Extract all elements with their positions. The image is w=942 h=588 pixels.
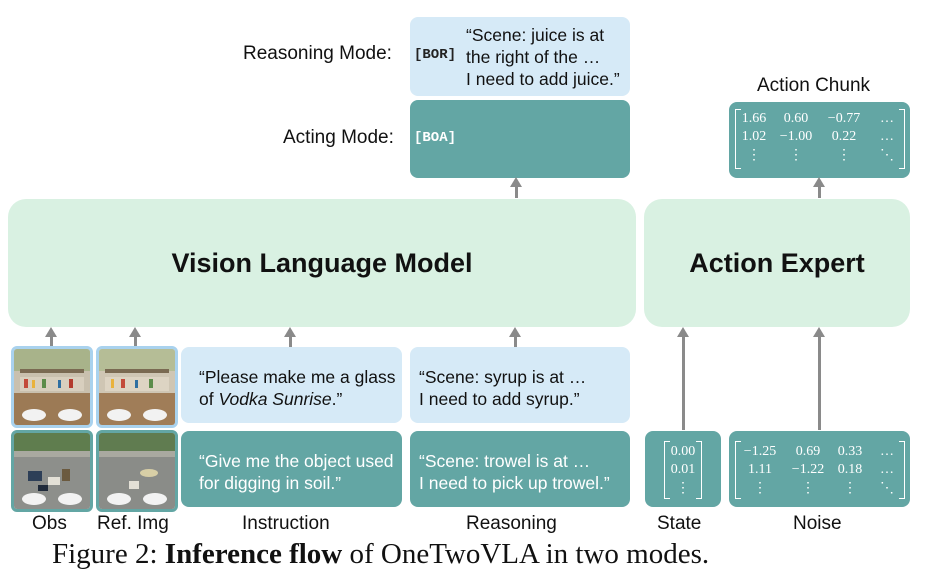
matrix-cell: ⋮ bbox=[789, 148, 803, 163]
instruction-box-acting: “Give me the object used for digging in … bbox=[181, 431, 402, 507]
matrix-bracket-right bbox=[899, 441, 905, 499]
action-chunk-matrix: 1.66 0.60 −0.77 … 1.02 −1.00 0.22 … ⋮ ⋮ … bbox=[729, 102, 910, 178]
arrow-obs-to-vlm bbox=[45, 327, 57, 348]
matrix-cell: … bbox=[880, 129, 894, 144]
matrix-cell: ⋮ bbox=[843, 481, 857, 496]
matrix-cell: 1.11 bbox=[748, 462, 772, 477]
reasoning-output-text: “Scene: juice is at the right of the … I… bbox=[466, 24, 631, 90]
matrix-cell: 0.01 bbox=[670, 462, 696, 477]
instruction-label: Instruction bbox=[242, 513, 330, 534]
obs-image-garden bbox=[11, 430, 93, 512]
matrix-cell: 0.00 bbox=[670, 444, 696, 459]
matrix-cell: 0.22 bbox=[831, 129, 857, 144]
reasoning-output-line: “Scene: juice is at bbox=[466, 25, 605, 45]
action-expert-box: Action Expert bbox=[644, 199, 910, 327]
reasoning-input-box-bottom: “Scene: trowel is at … I need to pick up… bbox=[410, 431, 630, 507]
reasoning-label: Reasoning bbox=[466, 513, 557, 534]
matrix-cell: … bbox=[880, 111, 894, 126]
arrow-ref-to-vlm bbox=[129, 327, 141, 348]
garden-scene-icon bbox=[14, 433, 90, 509]
instruction-suffix: .” bbox=[331, 389, 343, 409]
instruction-box-reasoning: “Please make me a glass of Vodka Sunrise… bbox=[181, 347, 402, 423]
matrix-cell: ⋮ bbox=[837, 148, 851, 163]
caption-bold: Inference flow bbox=[164, 538, 343, 570]
matrix-cell: 0.69 bbox=[795, 444, 821, 459]
matrix-cell: 1.66 bbox=[741, 111, 767, 126]
state-label: State bbox=[657, 513, 702, 534]
reasoning-line: I need to add syrup.” bbox=[419, 389, 580, 409]
ref-image-kitchen bbox=[96, 346, 178, 428]
figure-caption: Figure 2: Inference flow of OneTwoVLA in… bbox=[52, 538, 709, 571]
acting-mode-label: Acting Mode: bbox=[283, 127, 394, 148]
instruction-line: for digging in soil.” bbox=[199, 473, 342, 493]
caption-prefix: Figure 2: bbox=[52, 538, 165, 570]
action-chunk-label: Action Chunk bbox=[757, 75, 871, 96]
matrix-cell: … bbox=[880, 444, 894, 459]
arrow-expert-to-chunk bbox=[813, 177, 825, 198]
matrix-cell: ⋮ bbox=[747, 148, 761, 163]
matrix-cell: −1.22 bbox=[791, 462, 825, 477]
instruction-italic: Vodka Sunrise bbox=[218, 389, 332, 409]
matrix-bracket-left bbox=[735, 109, 741, 169]
acting-output-box: [BOA] bbox=[410, 100, 630, 178]
matrix-cell: 0.18 bbox=[837, 462, 863, 477]
vision-language-model-box: Vision Language Model bbox=[8, 199, 636, 327]
reasoning-mode-label: Reasoning Mode: bbox=[243, 43, 392, 64]
arrow-instruction-to-vlm bbox=[284, 327, 296, 348]
arrow-noise-to-expert bbox=[813, 327, 825, 430]
matrix-cell: 0.33 bbox=[837, 444, 863, 459]
instruction-line: of Vodka Sunrise.” bbox=[199, 388, 395, 410]
action-expert-title: Action Expert bbox=[689, 247, 865, 278]
matrix-cell: −1.25 bbox=[743, 444, 777, 459]
obs-label: Obs bbox=[32, 513, 67, 534]
obs-image-kitchen bbox=[11, 346, 93, 428]
matrix-cell: ⋮ bbox=[753, 481, 767, 496]
matrix-cell: −0.77 bbox=[827, 111, 861, 126]
boa-token: [BOA] bbox=[414, 130, 457, 146]
arrow-reasoning-to-vlm bbox=[509, 327, 521, 348]
matrix-bracket-right bbox=[899, 109, 905, 169]
ref-img-label: Ref. Img bbox=[97, 513, 169, 534]
vlm-title: Vision Language Model bbox=[171, 247, 473, 278]
arrow-vlm-to-output bbox=[510, 177, 522, 198]
reasoning-output-line: the right of the … bbox=[466, 47, 601, 67]
matrix-bracket-right bbox=[696, 441, 702, 499]
state-vector: 0.00 0.01 ⋮ bbox=[645, 431, 721, 507]
instruction-line: “Please make me a glass bbox=[199, 367, 396, 387]
matrix-cell: … bbox=[880, 462, 894, 477]
kitchen-reference-icon bbox=[99, 349, 175, 425]
reasoning-input-box-top: “Scene: syrup is at … I need to add syru… bbox=[410, 347, 630, 423]
matrix-cell: ⋮ bbox=[676, 481, 690, 496]
noise-matrix: −1.25 0.69 0.33 … 1.11 −1.22 0.18 … ⋮ ⋮ … bbox=[729, 431, 910, 507]
reasoning-line: “Scene: trowel is at … bbox=[419, 451, 591, 471]
kitchen-scene-icon bbox=[14, 349, 90, 425]
instruction-prefix: of bbox=[199, 389, 219, 409]
garden-reference-icon bbox=[99, 433, 175, 509]
reasoning-output-box: [BOR] “Scene: juice is at the right of t… bbox=[410, 17, 630, 96]
caption-suffix: of OneTwoVLA in two modes. bbox=[342, 538, 710, 570]
matrix-cell: 1.02 bbox=[741, 129, 767, 144]
matrix-bracket-left bbox=[664, 441, 670, 499]
matrix-cell: ⋱ bbox=[880, 481, 894, 496]
matrix-cell: ⋮ bbox=[801, 481, 815, 496]
matrix-cell: ⋱ bbox=[880, 148, 894, 163]
matrix-bracket-left bbox=[735, 441, 741, 499]
reasoning-line: I need to pick up trowel.” bbox=[419, 473, 610, 493]
reasoning-line: “Scene: syrup is at … bbox=[419, 367, 587, 387]
matrix-cell: −1.00 bbox=[779, 129, 813, 144]
matrix-cell: 0.60 bbox=[783, 111, 809, 126]
ref-image-garden bbox=[96, 430, 178, 512]
bor-token: [BOR] bbox=[414, 47, 457, 63]
arrow-state-to-expert bbox=[677, 327, 689, 430]
noise-label: Noise bbox=[793, 513, 842, 534]
instruction-line: “Give me the object used bbox=[199, 451, 394, 471]
reasoning-output-line: I need to add juice.” bbox=[466, 69, 620, 89]
